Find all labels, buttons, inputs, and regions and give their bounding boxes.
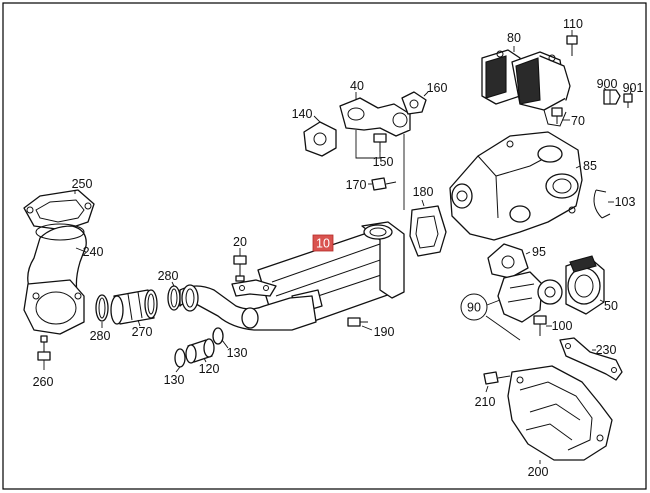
leader-180: [421, 199, 425, 207]
part-130-ring-lower[interactable]: [174, 348, 186, 368]
part-170-bolt[interactable]: [371, 177, 397, 191]
callout-130-upper[interactable]: 130: [227, 346, 248, 360]
leader-901: [629, 87, 633, 95]
part-90-valve[interactable]: [497, 271, 563, 323]
part-100-bolt[interactable]: [533, 315, 547, 336]
callout-140[interactable]: 140: [292, 107, 313, 121]
callout-190[interactable]: 190: [374, 325, 395, 339]
part-160-gasket[interactable]: [401, 91, 427, 115]
part-50-throttle[interactable]: [565, 255, 605, 315]
part-900-sensor[interactable]: [603, 89, 621, 105]
part-85-housing[interactable]: [449, 131, 583, 241]
part-280-ring-right[interactable]: [167, 285, 181, 311]
part-150-bolt[interactable]: [373, 133, 387, 152]
part-10-outlet-pipe[interactable]: [179, 279, 317, 331]
callout-10-highlight: [312, 234, 334, 252]
part-110-bolt[interactable]: [566, 35, 578, 56]
leader-120: [203, 357, 207, 363]
callout-160[interactable]: 160: [427, 81, 448, 95]
callout-260[interactable]: 260: [33, 375, 54, 389]
part-270-coupling[interactable]: [110, 289, 158, 325]
part-230-bracket[interactable]: [559, 337, 623, 381]
callout-180[interactable]: 180: [413, 185, 434, 199]
part-95-gasket[interactable]: [487, 243, 529, 279]
leader-210: [485, 385, 489, 393]
part-190-bolt[interactable]: [347, 317, 368, 327]
part-40-elbow[interactable]: [339, 97, 411, 137]
leader-160: [423, 91, 429, 97]
part-280-ring-left[interactable]: [95, 294, 109, 322]
callout-230[interactable]: 230: [596, 343, 617, 357]
callout-40[interactable]: 40: [350, 79, 364, 93]
callout-280-left[interactable]: 280: [90, 329, 111, 343]
callout-150[interactable]: 150: [373, 155, 394, 169]
part-70-bolt[interactable]: [551, 107, 563, 124]
callout-280-right[interactable]: 280: [158, 269, 179, 283]
callout-85[interactable]: 85: [583, 159, 597, 173]
leader-190: [361, 325, 373, 331]
callout-70[interactable]: 70: [571, 114, 585, 128]
callout-200[interactable]: 200: [528, 465, 549, 479]
callout-95[interactable]: 95: [532, 245, 546, 259]
leader-150: [355, 130, 381, 159]
callout-130-lower[interactable]: 130: [164, 373, 185, 387]
callout-20[interactable]: 20: [233, 235, 247, 249]
callout-170[interactable]: 170: [346, 178, 367, 192]
leader-270: [137, 319, 141, 327]
callout-120[interactable]: 120: [199, 362, 220, 376]
part-103-clip[interactable]: [593, 189, 611, 219]
callout-900[interactable]: 900: [597, 77, 618, 91]
leader-280b: [171, 281, 175, 287]
part-210-bolt[interactable]: [483, 371, 511, 385]
callout-103[interactable]: 103: [615, 195, 636, 209]
callout-210[interactable]: 210: [475, 395, 496, 409]
leader-95: [525, 251, 531, 255]
part-20-bolt[interactable]: [233, 255, 247, 282]
part-140-gasket[interactable]: [303, 121, 337, 157]
leader-140: [313, 115, 321, 123]
callout-270[interactable]: 270: [132, 325, 153, 339]
callout-901[interactable]: 901: [623, 81, 644, 95]
callout-80[interactable]: 80: [507, 31, 521, 45]
part-260-bolt[interactable]: [37, 335, 51, 361]
callout-250[interactable]: 250: [72, 177, 93, 191]
callout-240[interactable]: 240: [83, 245, 104, 259]
part-80-actuator[interactable]: [481, 49, 571, 127]
callout-10[interactable]: 10: [316, 237, 330, 251]
leader-130b: [221, 339, 229, 349]
leader-130a: [175, 366, 181, 373]
leader-900: [603, 87, 607, 91]
part-250-gasket[interactable]: [23, 189, 95, 231]
part-901-plug[interactable]: [623, 93, 633, 108]
callout-90-circle: [460, 293, 488, 321]
callout-90[interactable]: 90: [467, 301, 481, 315]
leader-90-group: [485, 315, 521, 341]
leader-50: [599, 299, 605, 303]
part-240-pipe[interactable]: [23, 223, 87, 335]
callout-110[interactable]: 110: [563, 17, 583, 31]
callout-100[interactable]: 100: [552, 319, 573, 333]
part-200-heat-shield[interactable]: [507, 365, 613, 461]
callout-50[interactable]: 50: [604, 299, 618, 313]
leader-240: [75, 247, 87, 253]
part-130-ring-upper[interactable]: [212, 327, 224, 345]
part-180-gasket[interactable]: [409, 205, 447, 257]
part-120-tube[interactable]: [185, 338, 215, 364]
leader-85: [575, 165, 581, 169]
leader-90: [486, 299, 501, 306]
